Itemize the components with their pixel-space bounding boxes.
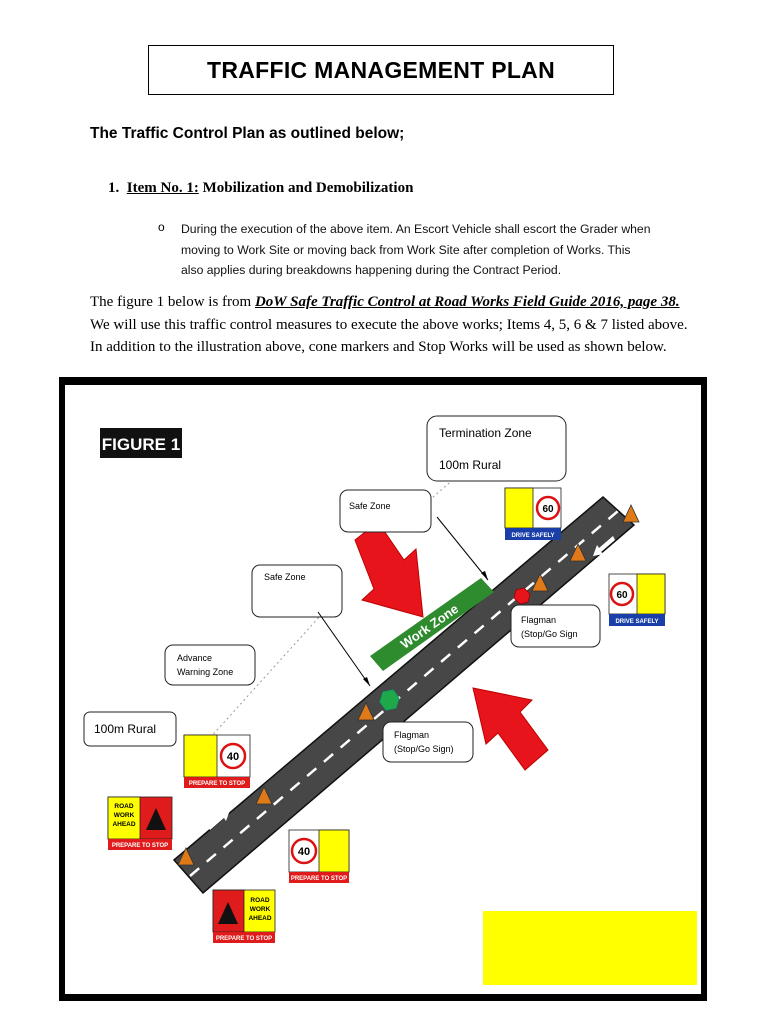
road-work-ahead-text: WORK: [250, 906, 271, 913]
speed-sign-60-right: 60 DRIVE SAFELY: [608, 573, 666, 626]
para-rest: We will use this traffic control measure…: [90, 316, 645, 333]
road-work-ahead-sign-left: ROAD WORK AHEAD PREPARE TO STOP: [107, 796, 173, 850]
speed-sign-40-left: 40 PREPARE TO STOP: [183, 734, 251, 788]
flagman-left-label-1: Flagman: [394, 730, 429, 740]
flagman-right-box: [510, 604, 601, 648]
speed-sign-60-top: 60 DRIVE SAFELY: [504, 487, 562, 540]
safe-zone-mid-box: [251, 564, 343, 618]
figure-label-box: [100, 428, 182, 458]
speed-60-label: 60: [542, 504, 554, 515]
speed-sign-40-lower: 40 PREPARE TO STOP: [288, 829, 350, 883]
prepare-to-stop-label: PREPARE TO STOP: [216, 936, 272, 942]
bullet-marker: o: [158, 220, 165, 234]
worker-icon: [146, 808, 166, 830]
traffic-arrow-up: [472, 687, 549, 771]
title-box: TRAFFIC MANAGEMENT PLAN: [148, 45, 614, 95]
flagman-right-label-1: Flagman: [521, 615, 556, 625]
item-label: Item No. 1:: [126, 180, 199, 196]
road-work-ahead-text: ROAD: [250, 897, 269, 904]
safe-zone-top-pointer: [436, 516, 489, 581]
prepare-to-stop-label: PREPARE TO STOP: [291, 876, 347, 882]
road-centreline: [189, 510, 619, 877]
cone-icon: [177, 847, 195, 866]
direction-arrow-right: [593, 536, 615, 556]
para-prefix: The figure 1 below is from: [90, 294, 255, 310]
flagman-left-label-2: (Stop/Go Sign): [394, 744, 454, 754]
road-work-ahead-text: WORK: [114, 812, 135, 819]
safe-zone-top-box: [339, 489, 432, 533]
drive-safely-label: DRIVE SAFELY: [511, 533, 554, 539]
termination-distance-label: 100m Rural: [439, 458, 501, 472]
go-sign-icon: [379, 689, 400, 711]
speed-60-label: 60: [616, 590, 628, 601]
cone-icon: [622, 504, 640, 523]
direction-arrow-left: [208, 810, 230, 830]
item-number: 1.: [108, 180, 120, 196]
item-heading: 1. Item No. 1: Mobilization and Demobili…: [108, 180, 413, 197]
figure-label: FIGURE 1: [102, 435, 180, 454]
safe-zone-mid-pointer: [317, 611, 371, 687]
safe-zone-top-label: Safe Zone: [349, 501, 391, 511]
yellow-highlight-block: [483, 911, 697, 985]
advance-warning-label-2: Warning Zone: [177, 667, 233, 677]
stop-sign-icon: [513, 587, 531, 605]
safe-zone-mid-label: Safe Zone: [264, 572, 306, 582]
rural-left-label: 100m Rural: [94, 722, 156, 736]
work-zone: [370, 578, 494, 671]
bullet-line: moving to Work Site or moving back from …: [181, 242, 631, 257]
cone-icon: [569, 543, 587, 562]
bullet-line: also applies during breakdowns happening…: [181, 263, 562, 277]
para-line2: above. In addition to the illustration a…: [90, 316, 688, 356]
traffic-arrow-down: [354, 521, 424, 618]
page-title: TRAFFIC MANAGEMENT PLAN: [206, 56, 556, 83]
cone-icon: [531, 573, 549, 592]
item-text: Mobilization and Demobilization: [202, 180, 414, 196]
advance-warning-label-1: Advance: [177, 653, 212, 663]
road-work-ahead-text: ROAD: [114, 803, 133, 810]
rural-left-box: [83, 711, 177, 747]
bullet-line: During the execution of the above item. …: [181, 222, 651, 236]
cone-icon: [357, 702, 375, 721]
flagman-left-box: [382, 721, 474, 763]
drive-safely-label: DRIVE SAFELY: [615, 619, 658, 625]
bullet-text: During the execution of the above item. …: [181, 219, 691, 281]
road-work-ahead-text: AHEAD: [248, 915, 271, 922]
flagman-right-label-2: (Stop/Go Sign: [521, 629, 578, 639]
reference-link[interactable]: DoW Safe Traffic Control at Road Works F…: [254, 294, 680, 310]
figure-paragraph: The figure 1 below is from DoW Safe Traf…: [90, 291, 690, 359]
para-line3: below.: [627, 339, 667, 355]
road-work-ahead-sign-lower: ROAD WORK AHEAD PREPARE TO STOP: [212, 889, 276, 943]
section-subtitle: The Traffic Control Plan as outlined bel…: [90, 125, 405, 142]
road-work-ahead-text: AHEAD: [112, 821, 135, 828]
prepare-to-stop-label: PREPARE TO STOP: [189, 781, 245, 787]
cone-icon: [255, 786, 273, 805]
termination-zone-label: Termination Zone: [439, 426, 532, 440]
speed-40-label: 40: [227, 751, 239, 763]
worker-icon: [218, 902, 238, 924]
prepare-to-stop-label: PREPARE TO STOP: [112, 843, 168, 849]
speed-40-label: 40: [298, 846, 310, 858]
advance-warning-box: [164, 644, 256, 686]
termination-zone-box: [426, 415, 567, 482]
